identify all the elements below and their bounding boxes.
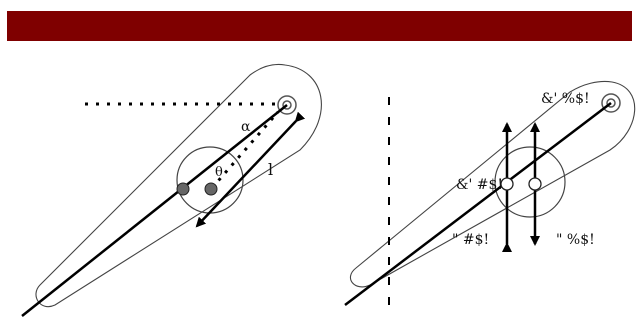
right-label-top: &' %$! — [541, 91, 590, 107]
length-label: l — [268, 160, 273, 179]
left-teardrop-outline — [35, 63, 322, 308]
theta-label: θ — [215, 165, 223, 180]
left-diagram: α θ l — [21, 63, 322, 317]
right-teardrop-outline — [350, 80, 636, 288]
left-ball-1 — [176, 182, 190, 196]
right-diagram: &' %$! &' #$! " #$! " %$! — [344, 80, 636, 315]
left-center-circle — [176, 146, 244, 214]
left-main-line — [21, 104, 288, 317]
right-label-bottom-right: " %$! — [556, 232, 595, 248]
right-center-circle — [494, 146, 566, 218]
left-ball-2 — [204, 182, 218, 196]
right-label-bottom-left: " #$! — [452, 232, 489, 248]
right-label-mid: &' #$! — [456, 177, 503, 193]
right-node-2 — [528, 177, 542, 191]
right-node-1 — [500, 177, 514, 191]
header-bar — [7, 11, 632, 41]
right-main-line — [344, 102, 612, 306]
right-pivot-inner — [606, 98, 616, 108]
alpha-label: α — [241, 119, 251, 135]
left-length-arrow — [195, 111, 306, 228]
right-pivot-outer — [601, 93, 621, 113]
left-pivot-inner — [282, 100, 292, 110]
